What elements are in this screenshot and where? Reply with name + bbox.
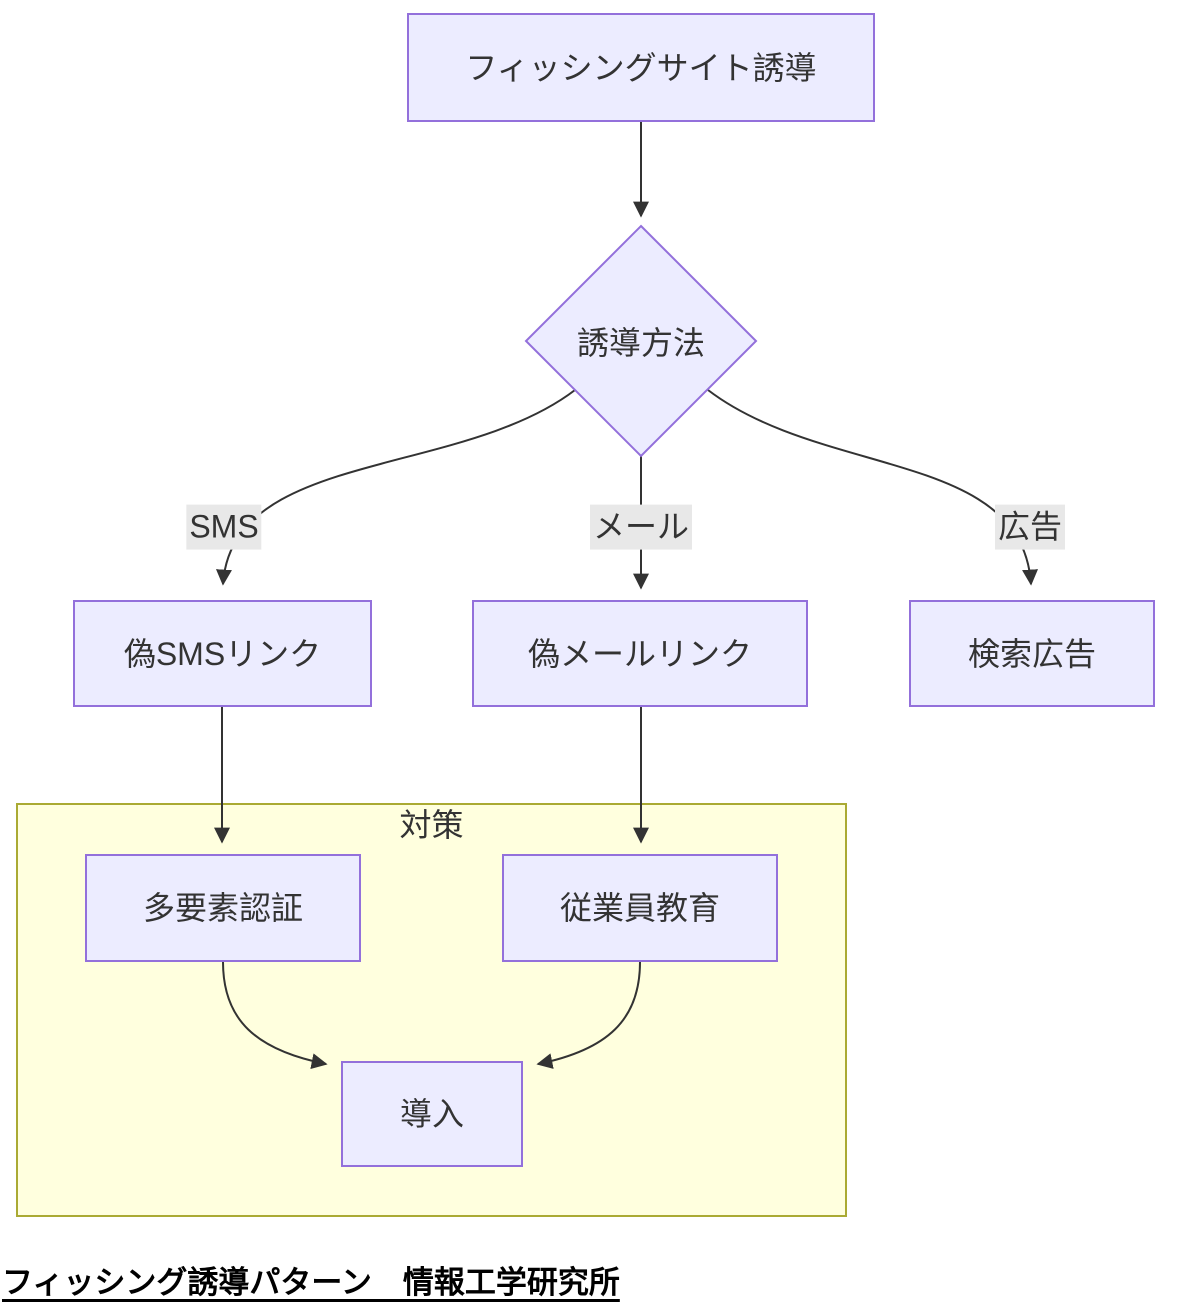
node-deployment: 導入: [341, 1061, 523, 1167]
cluster-countermeasures-label: 対策: [399, 807, 464, 843]
decision-diamond-shape: [524, 224, 758, 458]
node-search-ad: 検索広告: [909, 600, 1155, 707]
edge-mfa-to-deployment: [222, 961, 328, 1070]
node-fake-mail-link: 偽メールリンク: [472, 600, 808, 707]
edge-label-mail: メール: [589, 504, 693, 550]
node-employee-training: 従業員教育: [502, 854, 778, 962]
node-phishing-site-lure: フィッシングサイト誘導: [407, 13, 875, 122]
edge-label-sms: SMS: [186, 504, 262, 550]
edge-training-to-deployment: [536, 961, 641, 1069]
node-multi-factor-auth: 多要素認証: [85, 854, 361, 962]
edge-label-ad: 広告: [994, 504, 1066, 550]
node-fake-sms-link: 偽SMSリンク: [73, 600, 372, 707]
edge-method-to-fake-sms: [216, 389, 576, 586]
diagram-caption: フィッシング誘導パターン 情報工学研究所: [2, 1265, 620, 1300]
edge-method-to-search-ad: [707, 389, 1038, 586]
decision-lure-method-label: 誘導方法: [576, 325, 705, 361]
